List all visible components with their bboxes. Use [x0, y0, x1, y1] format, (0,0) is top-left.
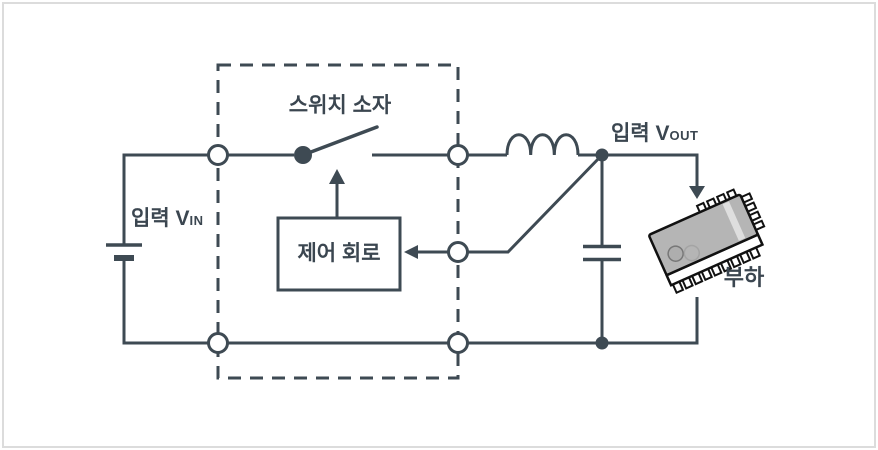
- ic-chip-illustration: [648, 188, 766, 294]
- control-circuit-box: [276, 216, 402, 292]
- input-voltage-subscript: IN: [189, 213, 204, 228]
- output-voltage-subscript: OUT: [669, 128, 699, 143]
- gate-drive-arrow: [329, 169, 345, 184]
- feedback-arrow: [404, 245, 418, 259]
- junction-dots: [595, 148, 609, 350]
- battery-symbol: [106, 243, 142, 261]
- switch-element-label: 스위치 소자: [288, 94, 392, 117]
- input-voltage-prefix: 입력 V: [131, 207, 190, 230]
- regulator-boundary: [216, 63, 460, 380]
- node-circles: [207, 144, 469, 354]
- wires: [122, 153, 699, 345]
- load-label: 부하: [723, 265, 765, 290]
- inductor-symbol: [505, 133, 580, 156]
- output-arrow: [689, 186, 705, 199]
- control-circuit-label: 제어 회로: [297, 242, 381, 265]
- output-voltage-label: 입력 VOUT: [611, 122, 698, 145]
- capacitor-symbol: [583, 244, 621, 262]
- output-voltage-prefix: 입력 V: [611, 122, 670, 145]
- input-voltage-label: 입력 VIN: [131, 207, 203, 230]
- switch-symbol: [294, 125, 379, 164]
